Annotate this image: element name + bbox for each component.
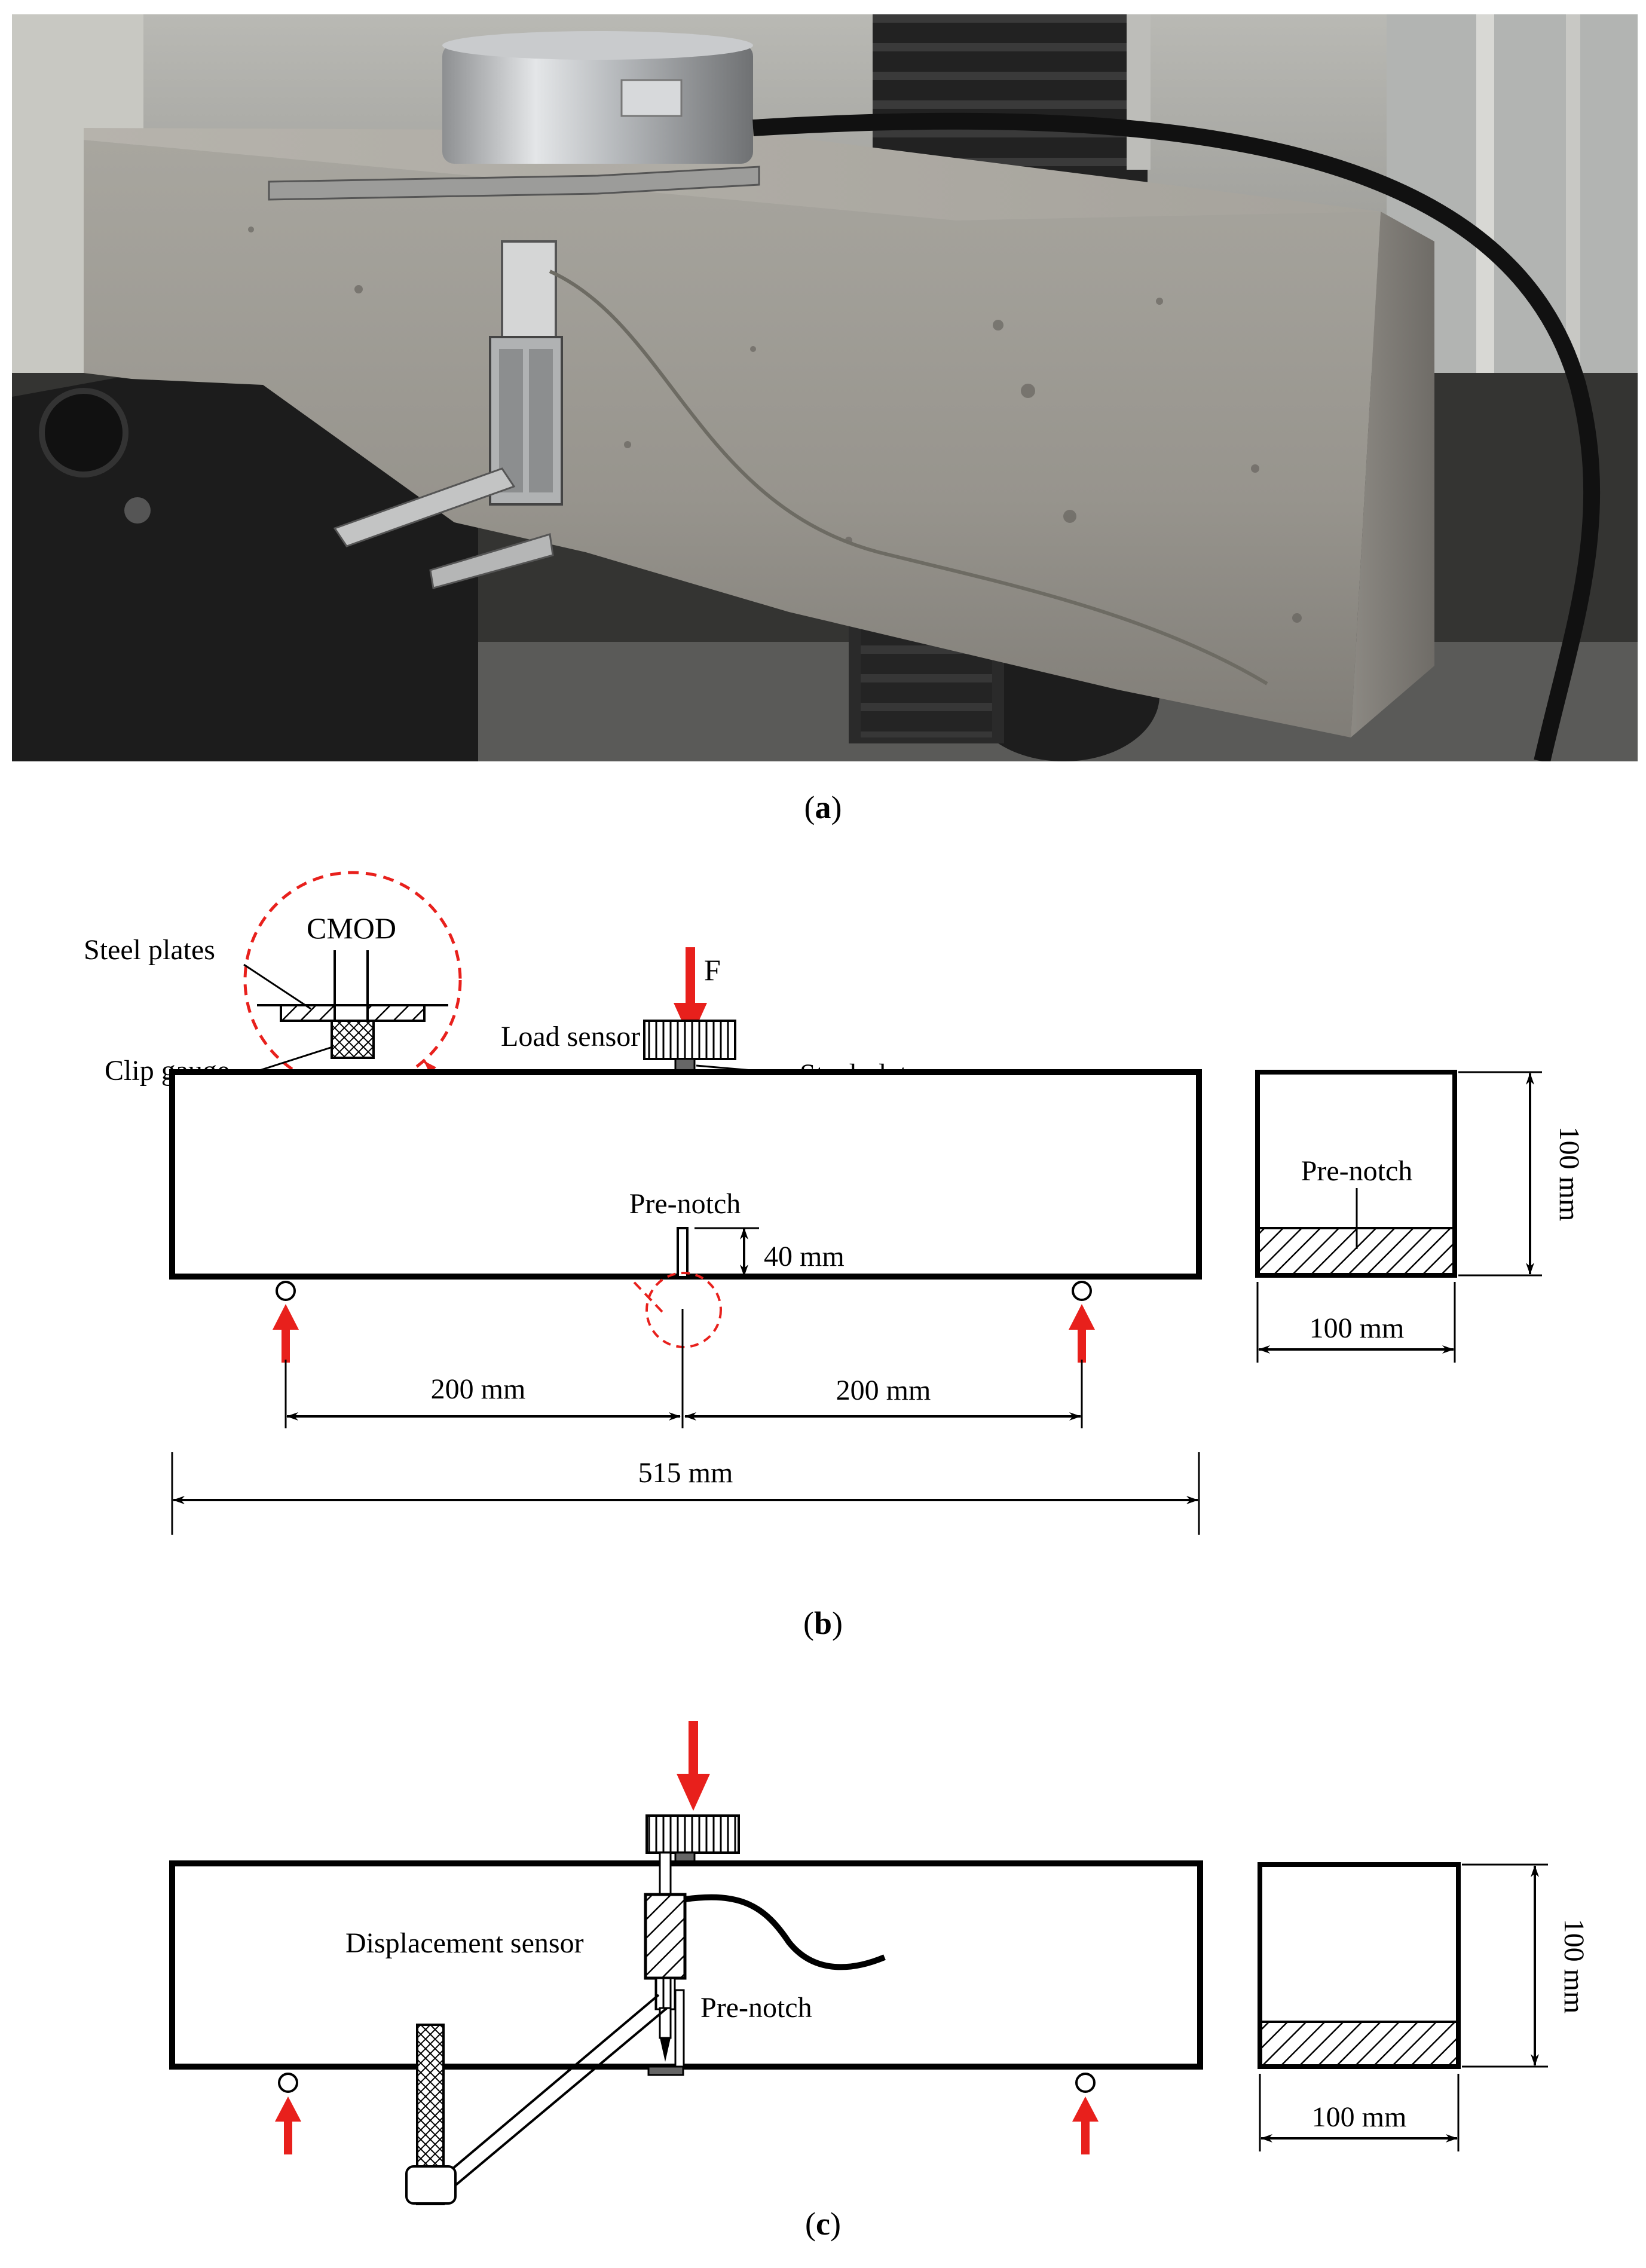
caption-b-letter: b — [813, 1605, 833, 1641]
displacement-sensor — [644, 1893, 687, 1980]
steel-plate-right-detail — [366, 1004, 426, 1022]
support-left-c — [278, 2073, 298, 2093]
label-section-width-c: 100 mm — [1312, 2101, 1407, 2133]
cmod-detail: CMOD Steel plates Clip gauge — [84, 871, 462, 1089]
label-steel-plates: Steel plates — [84, 934, 215, 966]
label-section-height-c: 100 mm — [1558, 1919, 1590, 2014]
label-pre-notch: Pre-notch — [629, 1188, 741, 1220]
label-pre-notch-c: Pre-notch — [700, 1992, 812, 2024]
label-cmod: CMOD — [307, 911, 396, 945]
displacement-sensor-cable — [684, 1894, 886, 1970]
sensor-cable — [752, 112, 1601, 761]
label-section-height-b: 100 mm — [1553, 1127, 1585, 1222]
label-force: F — [704, 953, 721, 987]
holder-clamp — [405, 2165, 457, 2205]
clip-gauge-photo — [501, 240, 557, 344]
label-total-length: 515 mm — [638, 1457, 733, 1489]
caption-b: (b) — [803, 1605, 843, 1641]
pre-notch-c — [674, 1989, 685, 2069]
cross-section-c-notch — [1262, 2022, 1456, 2064]
load-sensor-c — [645, 1814, 740, 1854]
photo-panel — [12, 14, 1638, 761]
support-right — [1072, 1281, 1092, 1301]
load-sensor — [643, 1020, 736, 1060]
label-notch-depth: 40 mm — [764, 1241, 845, 1272]
caption-c-letter: c — [816, 2206, 830, 2242]
support-left — [276, 1281, 296, 1301]
diagram-b: CMOD Steel plates Clip gauge F Load sens… — [84, 871, 1585, 1535]
label-section-pre-notch: Pre-notch — [1301, 1155, 1413, 1187]
label-span-left: 200 mm — [431, 1373, 526, 1405]
support-right-c — [1075, 2073, 1096, 2093]
caption-a-letter: a — [815, 789, 831, 825]
caption-a: (a) — [804, 789, 842, 825]
left-support-block — [12, 373, 478, 761]
label-displacement-sensor: Displacement sensor — [345, 1927, 584, 1959]
diagram-c: Displacement sensor Pre-notch 100 mm 100… — [169, 1721, 1590, 2205]
caption-c: (c) — [805, 2206, 841, 2242]
pre-notch — [677, 1227, 689, 1278]
label-span-right: 200 mm — [836, 1375, 931, 1406]
notch-circle — [645, 1272, 722, 1348]
label-section-width-b: 100 mm — [1310, 1312, 1405, 1344]
clip-gauge-detail — [331, 1020, 375, 1059]
label-load-sensor: Load sensor — [501, 1021, 640, 1052]
concrete-beam — [84, 140, 1381, 737]
load-cell — [442, 44, 753, 164]
